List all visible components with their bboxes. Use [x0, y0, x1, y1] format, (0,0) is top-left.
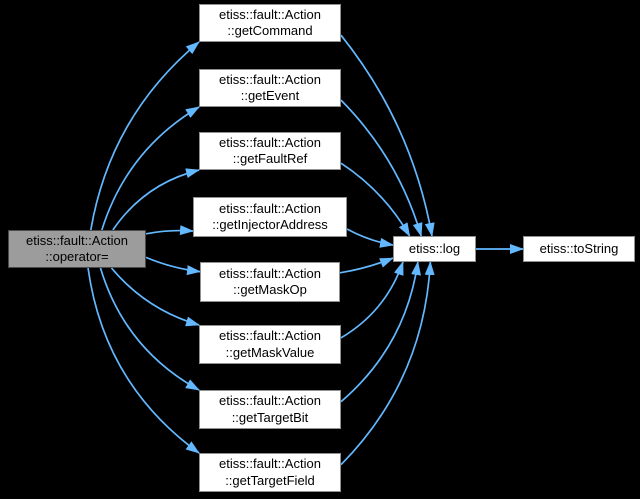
edge-getInjectorAddress-to-log	[346, 228, 394, 248]
graph-node-getmaskvalue[interactable]: etiss::fault::Action ::getMaskValue	[199, 325, 341, 364]
edge-getTargetBit-to-log	[340, 261, 421, 403]
graph-node-gettargetfield[interactable]: etiss::fault::Action ::getTargetField	[199, 453, 341, 492]
edge-getFaultRef-to-log	[340, 162, 411, 237]
graph-node-tostring[interactable]: etiss::toString	[523, 236, 635, 262]
graph-node-operator-assign: etiss::fault::Action ::operator=	[8, 230, 146, 268]
graph-node-log[interactable]: etiss::log	[393, 236, 476, 262]
edge-operator_eq-to-getCommand	[89, 41, 200, 231]
edge-operator_eq-to-getEvent	[101, 106, 200, 231]
edge-getEvent-to-log	[340, 99, 423, 237]
graph-node-getmaskop[interactable]: etiss::fault::Action ::getMaskOp	[200, 262, 340, 302]
edge-operator_eq-to-getFaultRef	[112, 168, 200, 231]
edge-operator_eq-to-getTargetField	[87, 267, 200, 454]
edge-operator_eq-to-getTargetBit	[99, 267, 200, 391]
edge-getTargetField-to-log	[340, 261, 435, 466]
graph-node-gettargetbit[interactable]: etiss::fault::Action ::getTargetBit	[199, 390, 341, 429]
edge-getMaskValue-to-log	[340, 261, 404, 339]
edge-getMaskOp-to-log	[339, 257, 394, 274]
graph-node-getinjectoraddress[interactable]: etiss::fault::Action ::getInjectorAddres…	[193, 197, 347, 237]
graph-node-getfaultref[interactable]: etiss::fault::Action ::getFaultRef	[199, 132, 341, 170]
edge-operator_eq-to-getMaskValue	[110, 267, 200, 327]
edge-getCommand-to-log	[340, 34, 435, 237]
edge-operator_eq-to-getInjectorAddress	[145, 225, 194, 236]
graph-node-getcommand[interactable]: etiss::fault::Action ::getCommand	[199, 4, 341, 42]
graph-node-getevent[interactable]: etiss::fault::Action ::getEvent	[199, 69, 341, 107]
edge-operator_eq-to-getMaskOp	[145, 256, 201, 276]
